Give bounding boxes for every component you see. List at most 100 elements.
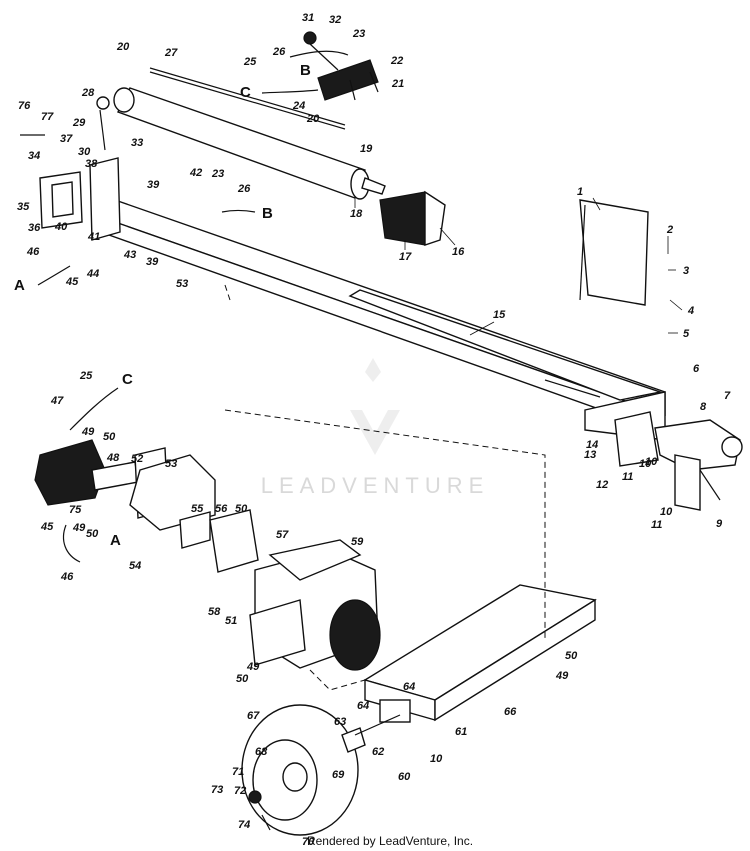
watermark-logo xyxy=(350,358,400,455)
callout-15: 15 xyxy=(493,309,506,321)
assembly-dashes xyxy=(224,284,546,691)
callout-23a: 23 xyxy=(352,28,365,40)
hose-label-c-pump: C xyxy=(122,371,133,388)
callout-63: 63 xyxy=(334,716,346,728)
callout-62: 62 xyxy=(372,746,384,758)
callout-54: 54 xyxy=(129,560,141,572)
engine-mount-plate xyxy=(209,509,259,573)
callout-53a: 53 xyxy=(176,278,188,290)
callout-1: 1 xyxy=(577,186,583,198)
callout-25a: 25 xyxy=(243,56,257,68)
callout-47: 47 xyxy=(50,395,64,407)
footer-credit: Rendered by LeadVenture, Inc. xyxy=(307,834,473,848)
callout-12: 12 xyxy=(596,479,608,491)
callout-16: 16 xyxy=(452,246,465,258)
callout-49c: 49 xyxy=(246,661,260,673)
shield xyxy=(579,199,649,306)
callout-52: 52 xyxy=(131,453,143,465)
tow-tongue xyxy=(363,584,597,723)
callout-33: 33 xyxy=(131,137,143,149)
main-beam xyxy=(93,199,666,441)
callout-4: 4 xyxy=(687,305,694,317)
callout-34: 34 xyxy=(28,150,40,162)
callout-67: 67 xyxy=(247,710,260,722)
callout-30: 30 xyxy=(78,146,91,158)
callout-19: 19 xyxy=(360,143,373,155)
callout-44: 44 xyxy=(86,268,99,280)
callout-69: 69 xyxy=(332,769,345,781)
callout-20b: 20 xyxy=(306,113,320,125)
callout-61: 61 xyxy=(455,726,467,738)
callout-41: 41 xyxy=(87,231,100,243)
callout-6: 6 xyxy=(693,363,700,375)
callout-74: 74 xyxy=(238,819,250,831)
callout-75: 75 xyxy=(69,504,82,516)
callout-numbers: 1 2 3 4 5 6 7 8 9 10 11 12 13 14 15 16 1… xyxy=(17,12,731,848)
callout-46a: 46 xyxy=(26,246,40,258)
callout-66: 66 xyxy=(504,706,517,718)
callout-27: 27 xyxy=(164,47,178,59)
callout-18: 18 xyxy=(350,208,363,220)
callout-13: 13 xyxy=(584,449,596,461)
hose-end-labels: B C B A C A xyxy=(14,62,311,549)
callout-56: 56 xyxy=(215,503,228,515)
callout-23b: 23 xyxy=(211,168,224,180)
axle xyxy=(341,714,401,753)
callout-39b: 39 xyxy=(146,256,159,268)
callout-10c: 10 xyxy=(660,506,673,518)
callout-17: 17 xyxy=(399,251,412,263)
callout-5: 5 xyxy=(683,328,690,340)
callout-59: 59 xyxy=(351,536,364,548)
splitting-wedge xyxy=(379,190,446,246)
callout-8: 8 xyxy=(700,401,707,413)
callout-32: 32 xyxy=(329,14,341,26)
callout-77: 77 xyxy=(41,111,54,123)
callout-64a: 64 xyxy=(357,700,369,712)
callout-40: 40 xyxy=(54,221,68,233)
callout-70: 70 xyxy=(302,836,315,848)
engine xyxy=(249,539,381,671)
watermark-text: LEADVENTURE xyxy=(261,473,490,498)
callout-36: 36 xyxy=(28,222,41,234)
hose-label-a-left: A xyxy=(14,277,25,294)
callout-60: 60 xyxy=(398,771,411,783)
callout-39a: 39 xyxy=(147,179,160,191)
callout-21: 21 xyxy=(391,78,404,90)
callout-24: 24 xyxy=(292,100,305,112)
callout-11a: 11 xyxy=(622,471,633,483)
callout-22: 22 xyxy=(390,55,403,67)
callout-53b: 53 xyxy=(165,458,177,470)
callout-20a: 20 xyxy=(116,41,130,53)
callout-49a: 49 xyxy=(81,426,95,438)
hydraulic-cylinder xyxy=(113,67,386,200)
callout-57: 57 xyxy=(276,529,289,541)
callout-51: 51 xyxy=(225,615,237,627)
coupler-guard xyxy=(129,454,216,549)
control-valve xyxy=(303,31,379,101)
callout-10d: 10 xyxy=(430,753,443,765)
callout-49d: 49 xyxy=(555,670,569,682)
callout-49b: 49 xyxy=(72,522,86,534)
callout-9: 9 xyxy=(716,518,723,530)
callout-28: 28 xyxy=(81,87,95,99)
callout-50c: 50 xyxy=(235,503,248,515)
callout-14: 14 xyxy=(586,439,598,451)
callout-45b: 45 xyxy=(40,521,54,533)
callout-68: 68 xyxy=(255,746,268,758)
callout-2: 2 xyxy=(666,224,673,236)
callout-64b: 64 xyxy=(403,681,415,693)
callout-42: 42 xyxy=(189,167,202,179)
callout-73: 73 xyxy=(211,784,223,796)
hoses xyxy=(37,50,349,563)
callout-11b: 11 xyxy=(651,519,662,531)
callout-71: 71 xyxy=(232,766,244,778)
callout-72: 72 xyxy=(234,785,246,797)
callout-26b: 26 xyxy=(237,183,251,195)
callout-35: 35 xyxy=(17,201,30,213)
wheel xyxy=(241,704,359,836)
callout-29: 29 xyxy=(72,117,86,129)
hose-label-c-top: C xyxy=(240,84,251,101)
callout-3: 3 xyxy=(683,265,689,277)
